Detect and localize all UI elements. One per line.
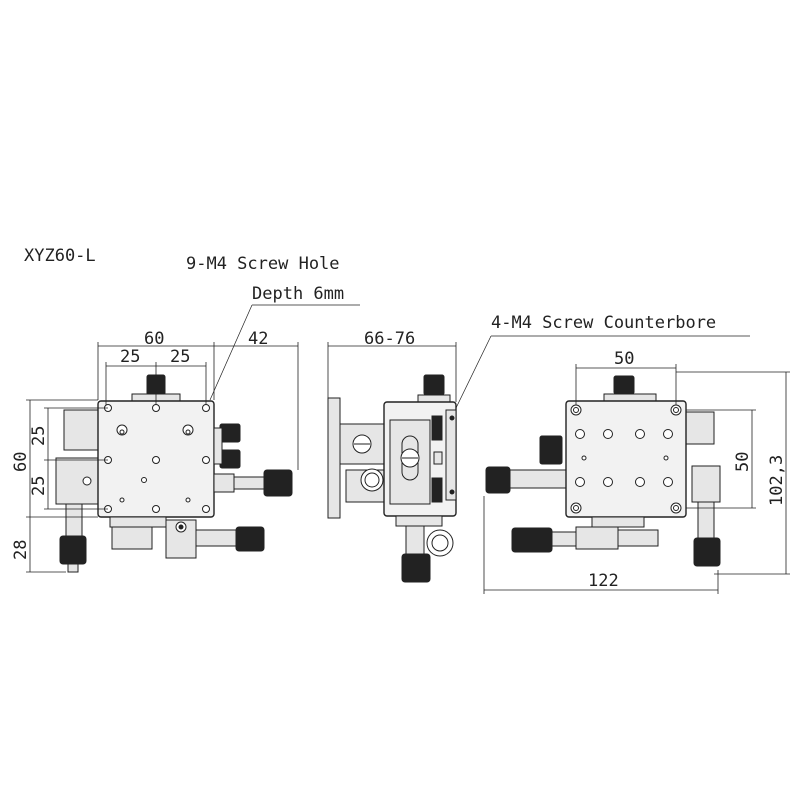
- dim-height-60: 60: [11, 452, 31, 472]
- front-right-micro-barrel: [233, 476, 265, 490]
- top-lower-block: [575, 526, 619, 550]
- top-view-upper-knob: [613, 375, 635, 395]
- counterbore-callout: 4-M4 Screw Counterbore: [491, 313, 717, 333]
- top-left-knob: [539, 435, 563, 465]
- front-dimensions: [26, 342, 299, 573]
- front-right-micro-knob: [263, 469, 293, 497]
- side-clamp-top: [431, 415, 443, 441]
- depth-callout: Depth 6mm: [252, 284, 345, 304]
- dim-width-60: 60: [144, 329, 164, 349]
- side-clamp-bottom: [431, 477, 443, 503]
- front-lower-micro-barrel: [195, 529, 237, 547]
- screw-hole-callout: 9-M4 Screw Hole: [186, 254, 340, 274]
- top-lower-carriage: [591, 516, 645, 528]
- front-lower-carriage: [109, 516, 167, 528]
- side-top-knob: [423, 374, 445, 396]
- top-left-micro-barrel: [505, 469, 567, 489]
- top-plate-holes: [575, 429, 673, 487]
- dim-hole-spacing-v: 50: [733, 452, 753, 472]
- dim-hole-spacing-h: 50: [614, 349, 634, 369]
- top-lower-micro-barrel: [617, 529, 659, 547]
- top-right-micro-barrel: [697, 501, 715, 539]
- dim-micrometer-28: 28: [11, 540, 31, 560]
- front-lower-base: [111, 526, 153, 550]
- top-right-lower-block: [691, 465, 721, 503]
- side-micro-knob: [401, 553, 431, 583]
- front-micrometer-knob: [59, 535, 87, 565]
- callout-leaders: [209, 304, 750, 409]
- side-view: 66-76: [327, 329, 457, 583]
- front-right-knob-base: [213, 427, 223, 465]
- dim-offset-42: 42: [248, 329, 268, 349]
- dim-total-height: 102,3: [767, 455, 787, 506]
- front-view: 60 25 25 42 60 25 25 28: [11, 329, 299, 573]
- side-micro-barrel: [405, 525, 425, 555]
- front-right-knob-2: [219, 449, 241, 469]
- front-screw-holes: [104, 404, 210, 513]
- top-right-block: [685, 411, 715, 445]
- dim-vert-25-bottom: 25: [29, 476, 49, 496]
- dim-height-range: 66-76: [364, 329, 415, 349]
- front-micrometer-tip: [67, 563, 79, 573]
- left-side-block: [63, 409, 99, 451]
- left-block-hole: [82, 476, 92, 486]
- top-dimensions: [483, 364, 790, 594]
- top-left-micro-knob: [485, 466, 511, 494]
- top-right-micro-knob: [693, 537, 721, 567]
- counterbore-holes: [570, 404, 682, 514]
- front-right-micro-body: [213, 473, 235, 493]
- model-label: XYZ60-L: [24, 246, 96, 266]
- side-right-rail: [445, 409, 457, 501]
- dim-25-right: 25: [170, 347, 190, 367]
- left-lower-block: [55, 457, 99, 505]
- top-view: 50 50 102,3 122: [483, 349, 790, 594]
- side-bracket-plate: [327, 397, 341, 519]
- side-lower-carriage: [395, 515, 443, 527]
- front-right-knob-1: [219, 423, 241, 443]
- dim-25-left: 25: [120, 347, 140, 367]
- front-lower-micro-knob: [235, 526, 265, 552]
- side-dimensions: [327, 342, 457, 402]
- top-lower-micro-knob: [511, 527, 553, 553]
- dim-total-length: 122: [588, 571, 619, 591]
- dim-vert-25-top: 25: [29, 426, 49, 446]
